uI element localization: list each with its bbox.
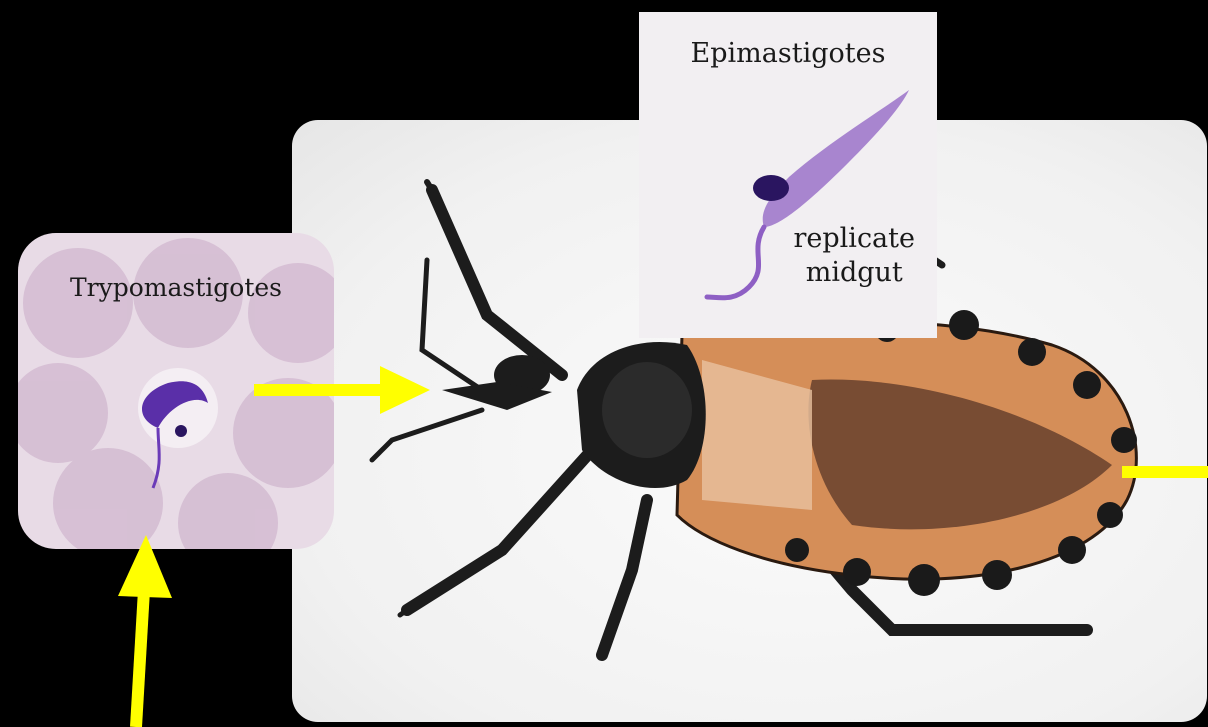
arrow-up-icon <box>118 535 172 727</box>
arrow-right-icon <box>254 366 430 414</box>
arrow-tail-right <box>1122 466 1208 478</box>
